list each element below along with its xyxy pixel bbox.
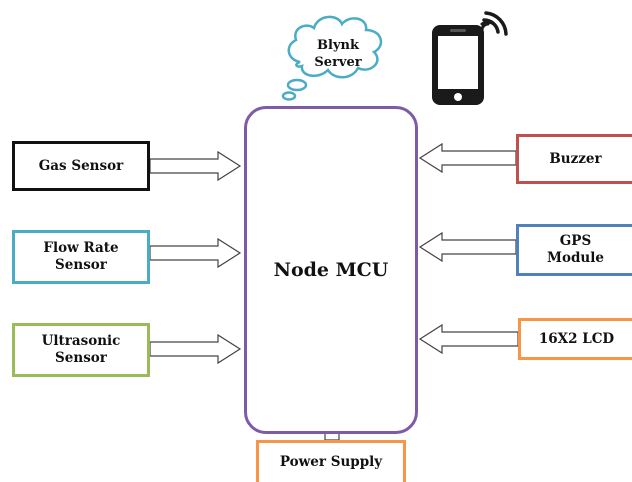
smartphone-icon bbox=[432, 25, 484, 105]
arrow-mcu-to-buzzer bbox=[418, 142, 517, 174]
arrow-mcu-to-lcd bbox=[418, 323, 519, 355]
cloud-icon bbox=[281, 15, 383, 101]
wifi-signal-icon bbox=[480, 11, 508, 36]
power-supply-box: Power Supply bbox=[256, 440, 406, 482]
cloud-label: Blynk Server bbox=[314, 38, 362, 70]
gps-module-box: GPS Module bbox=[516, 224, 632, 276]
gas-sensor-box: Gas Sensor bbox=[12, 141, 150, 191]
arrow-mcu-to-gps bbox=[418, 231, 517, 263]
arrow-gas-to-mcu bbox=[149, 150, 242, 182]
ultrasonic-sensor-box: Ultrasonic Sensor bbox=[12, 323, 150, 377]
buzzer-box: Buzzer bbox=[516, 134, 632, 184]
node-mcu-block: Node MCU bbox=[244, 106, 418, 434]
lcd-box: 16X2 LCD bbox=[518, 318, 632, 360]
arrow-ultrasonic-to-mcu bbox=[149, 333, 242, 365]
arrow-flow-to-mcu bbox=[149, 237, 242, 269]
node-mcu-label: Node MCU bbox=[273, 259, 389, 281]
flow-rate-sensor-box: Flow Rate Sensor bbox=[12, 230, 150, 284]
